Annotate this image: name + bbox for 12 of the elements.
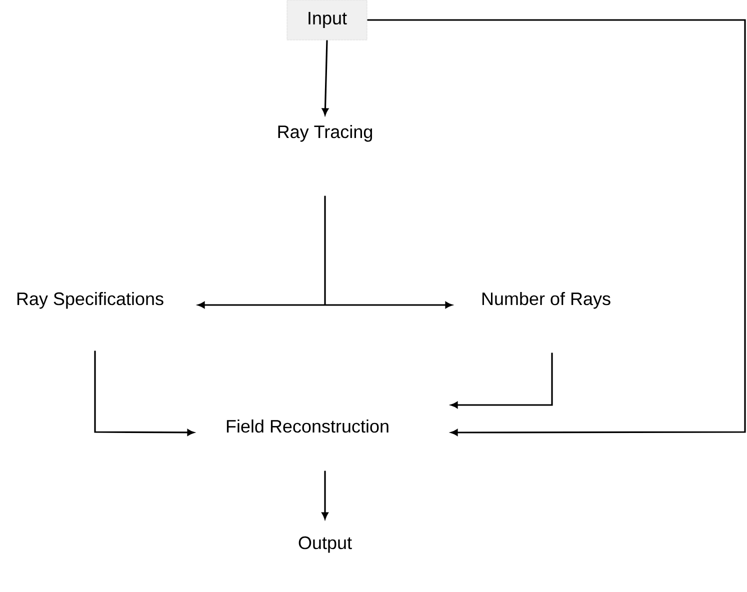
step-label: Field Reconstruction bbox=[226, 419, 388, 433]
arrow bbox=[94, 350, 194, 436]
arrow bbox=[450, 352, 553, 408]
step-label: Output bbox=[298, 536, 352, 553]
step-label: Ray Tracing bbox=[278, 124, 372, 142]
input-box: Input bbox=[286, 0, 368, 40]
step-label: Ray Specifications bbox=[17, 292, 164, 309]
arrow bbox=[322, 470, 328, 520]
arrow bbox=[367, 19, 746, 436]
arrow bbox=[198, 196, 452, 308]
arrow bbox=[322, 40, 328, 116]
step-label: Number of Rays bbox=[482, 292, 610, 309]
